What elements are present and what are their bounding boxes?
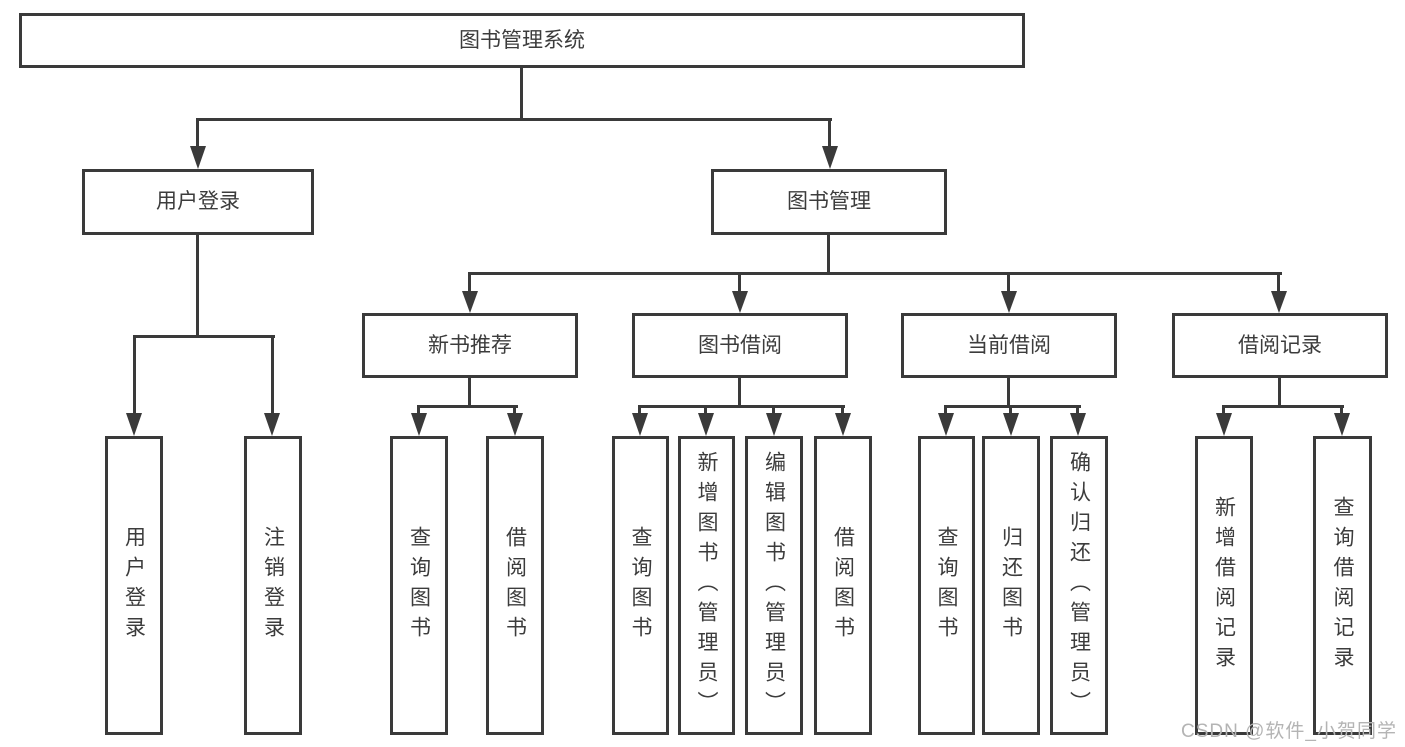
connector-line [468, 272, 471, 294]
connector-line [944, 405, 1081, 408]
arrow-down-icon [822, 146, 838, 169]
arrow-down-icon [190, 146, 206, 169]
node-root: 图书管理系统 [19, 13, 1025, 68]
arrow-down-icon [462, 291, 478, 313]
leaf-query-borrow-record: 查询借阅记录 [1313, 436, 1372, 735]
connector-line [468, 272, 1282, 275]
arrow-down-icon [411, 413, 427, 436]
arrow-down-icon [1334, 413, 1350, 436]
leaf-confirm-return-admin: 确认归还（管理员） [1050, 436, 1108, 735]
connector-line [827, 235, 830, 275]
connector-line [1007, 378, 1010, 408]
connector-line [944, 405, 947, 415]
connector-line [638, 405, 845, 408]
connector-line [1340, 405, 1343, 415]
connector-line [1222, 405, 1225, 415]
arrow-down-icon [766, 413, 782, 436]
connector-line [704, 405, 707, 415]
connector-line [738, 272, 741, 294]
arrow-down-icon [1271, 291, 1287, 313]
arrow-down-icon [1001, 291, 1017, 313]
connector-line [196, 118, 199, 148]
arrow-down-icon [698, 413, 714, 436]
connector-line [520, 68, 523, 121]
connector-line [417, 405, 518, 408]
connector-line [1076, 405, 1079, 415]
leaf-borrow-book: 借阅图书 [814, 436, 872, 735]
connector-line [1277, 272, 1280, 294]
arrow-down-icon [835, 413, 851, 436]
leaf-borrow-book-rec: 借阅图书 [486, 436, 544, 735]
connector-line [468, 378, 471, 408]
connector-line [772, 405, 775, 415]
leaf-query-book: 查询图书 [612, 436, 669, 735]
leaf-query-current: 查询图书 [918, 436, 975, 735]
arrow-down-icon [1216, 413, 1232, 436]
node-borrow-record: 借阅记录 [1172, 313, 1388, 378]
connector-line [133, 335, 136, 415]
node-book-management: 图书管理 [711, 169, 947, 235]
connector-line [417, 405, 420, 415]
arrow-down-icon [507, 413, 523, 436]
node-user-login: 用户登录 [82, 169, 314, 235]
connector-line [196, 118, 832, 121]
node-book-borrow: 图书借阅 [632, 313, 848, 378]
node-current-borrow: 当前借阅 [901, 313, 1117, 378]
connector-line [828, 118, 831, 148]
arrow-down-icon [732, 291, 748, 313]
connector-line [1278, 378, 1281, 408]
watermark: CSDN @软件_小贺同学 [1181, 721, 1397, 742]
leaf-add-book-admin: 新增图书（管理员） [678, 436, 735, 735]
node-new-book-recommend: 新书推荐 [362, 313, 578, 378]
leaf-return-book: 归还图书 [982, 436, 1040, 735]
arrow-down-icon [938, 413, 954, 436]
leaf-logout: 注销登录 [244, 436, 302, 735]
leaf-user-login: 用户登录 [105, 436, 163, 735]
connector-line [841, 405, 844, 415]
connector-line [271, 335, 274, 415]
arrow-down-icon [1003, 413, 1019, 436]
connector-line [738, 378, 741, 408]
arrow-down-icon [126, 413, 142, 436]
connector-line [133, 335, 275, 338]
connector-line [1007, 272, 1010, 294]
connector-line [638, 405, 641, 415]
connector-line [196, 235, 199, 337]
arrow-down-icon [632, 413, 648, 436]
leaf-edit-book-admin: 编辑图书（管理员） [745, 436, 803, 735]
connector-line [1009, 405, 1012, 415]
leaf-query-book-rec: 查询图书 [390, 436, 448, 735]
arrow-down-icon [264, 413, 280, 436]
connector-line [1222, 405, 1344, 408]
leaf-add-borrow-record: 新增借阅记录 [1195, 436, 1253, 735]
connector-line [513, 405, 516, 415]
arrow-down-icon [1070, 413, 1086, 436]
